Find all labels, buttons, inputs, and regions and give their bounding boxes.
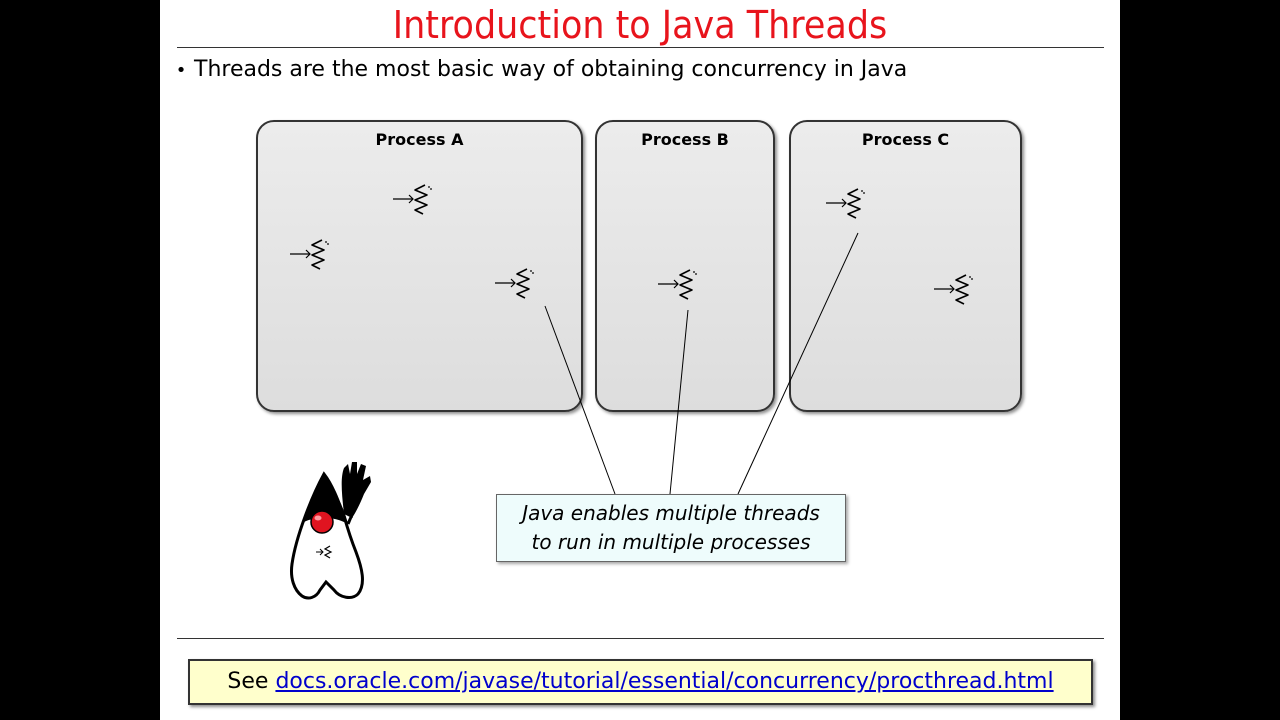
reference-link[interactable]: docs.oracle.com/javase/tutorial/essentia… xyxy=(275,669,1054,694)
thread-icon xyxy=(933,274,974,305)
connector-line-c xyxy=(737,232,859,495)
thread-icon xyxy=(657,269,698,300)
title-divider xyxy=(177,47,1104,48)
connector-line-b xyxy=(669,309,689,495)
process-a-label: Process A xyxy=(375,130,464,149)
reference-box: See docs.oracle.com/javase/tutorial/esse… xyxy=(188,659,1093,705)
process-c-box: Process C xyxy=(789,120,1022,412)
callout-line-2: to run in multiple processes xyxy=(531,530,811,554)
bullet-symbol: • xyxy=(175,60,187,81)
footer-divider xyxy=(177,638,1104,639)
thread-icon xyxy=(825,188,866,219)
process-b-box: Process B xyxy=(595,120,775,412)
bullet-point: • Threads are the most basic way of obtai… xyxy=(168,56,908,85)
connector-lines xyxy=(544,232,859,495)
callout-box: Java enables multiple threads to run in … xyxy=(496,494,846,562)
bullet-text: Threads are the most basic way of obtain… xyxy=(194,57,908,82)
process-c-label: Process C xyxy=(861,130,950,149)
page-title: Introduction to Java Threads xyxy=(392,3,888,47)
thread-icon xyxy=(494,268,535,299)
callout-line-1: Java enables multiple threads xyxy=(522,501,820,525)
connector-line-a xyxy=(544,305,616,495)
see-label: See xyxy=(227,669,269,694)
slide: Introduction to Java Threads • Threads ar… xyxy=(160,0,1120,720)
thread-icon xyxy=(289,239,330,270)
process-b-label: Process B xyxy=(641,130,729,149)
threads-overlay xyxy=(289,184,974,495)
thread-icon xyxy=(392,184,433,215)
process-a-box: Process A xyxy=(256,120,583,412)
duke-mascot-icon xyxy=(290,462,371,600)
